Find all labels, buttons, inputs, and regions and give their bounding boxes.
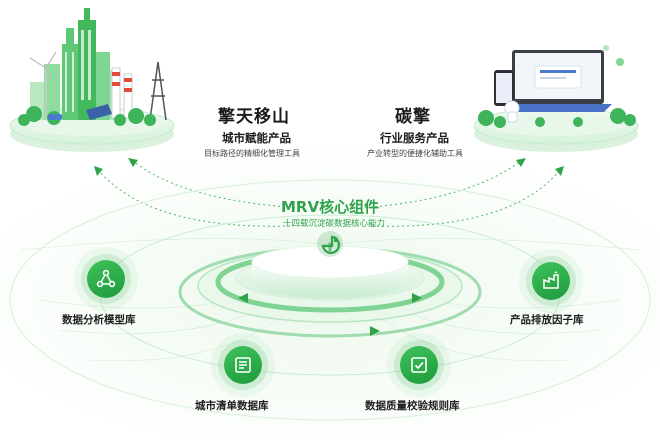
core-subtitle: 十四载沉淀碳数据核心能力 [283, 219, 386, 229]
core-platform [150, 223, 510, 347]
left-product-subtitle: 目标路径的精细化管理工具 [204, 149, 300, 158]
arrowhead-right-2 [555, 166, 564, 176]
arrow-to-left-product [97, 159, 301, 227]
right-product-title: 行业服务产品 [380, 131, 449, 145]
orbit-arrow-left [238, 293, 248, 303]
orbit-arrow-right [412, 293, 422, 303]
arrowhead-left-2 [94, 166, 103, 176]
check-document-icon [400, 346, 438, 384]
component-label-quality: 数据质量校验规则库 [365, 400, 460, 412]
leaf-pie-icon [317, 231, 343, 257]
outer-orbit [9, 179, 651, 421]
component-label-emission: 产品排放因子库 [510, 314, 584, 326]
devices-icon [473, 45, 639, 152]
arrow-to-right-product [359, 159, 561, 227]
component-label-analysis: 数据分析模型库 [62, 314, 136, 326]
arrowhead-left-1 [128, 158, 138, 167]
right-product-brand: 碳擎 [395, 107, 431, 127]
right-product-subtitle: 产业转型的便捷化辅助工具 [367, 149, 463, 158]
city-skyline-icon [9, 8, 175, 152]
core-title: MRV核心组件 [281, 198, 380, 216]
factory-emission-icon [532, 262, 570, 300]
left-product-title: 城市赋能产品 [222, 131, 291, 145]
left-product-brand: 擎天移山 [218, 107, 290, 127]
orbit-arrow-bottom [370, 326, 380, 336]
component-label-inventory: 城市清单数据库 [195, 400, 269, 412]
list-database-icon [224, 346, 262, 384]
network-nodes-icon [87, 260, 125, 298]
arrowhead-right-1 [516, 158, 526, 167]
